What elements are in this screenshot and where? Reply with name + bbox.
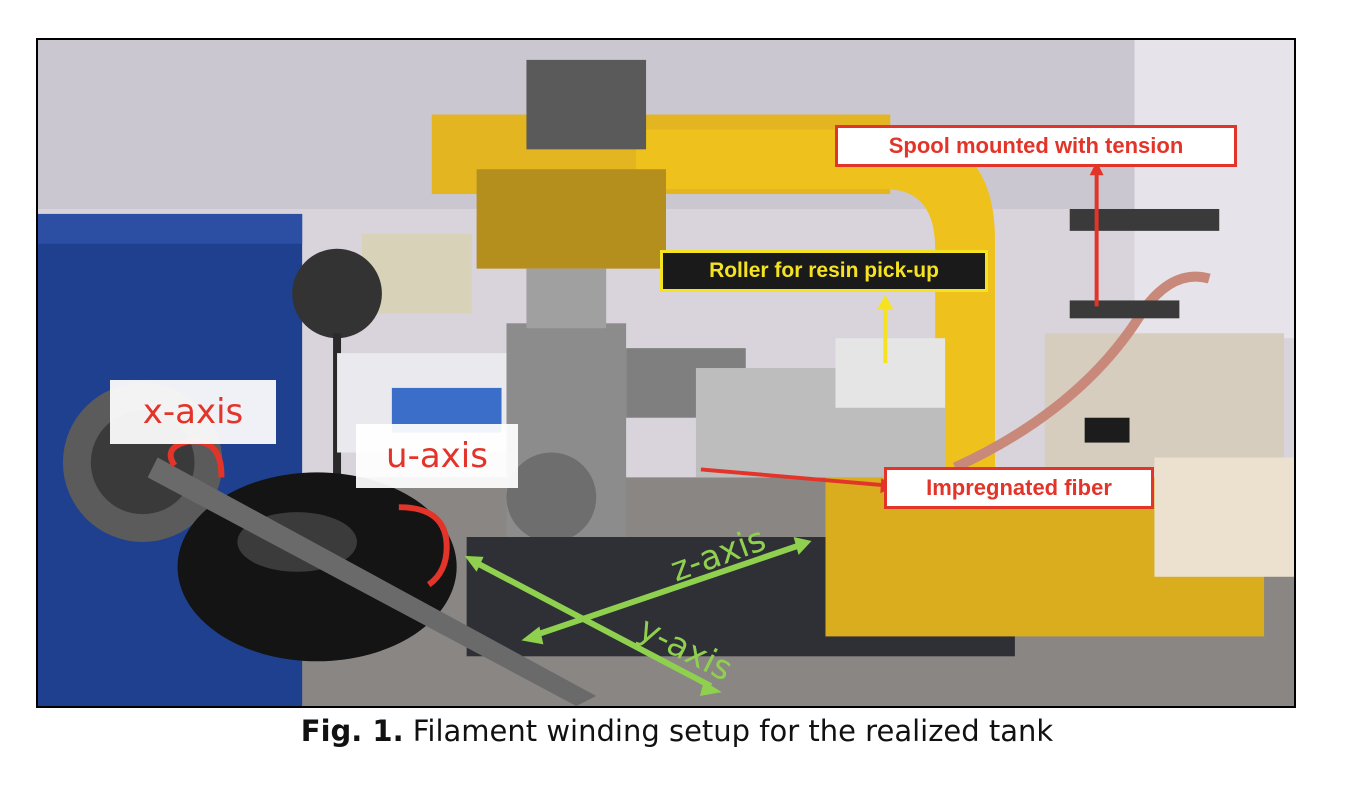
fiber-callout-text: Impregnated fiber [926,475,1112,500]
caption-prefix: Fig. 1. [300,714,404,748]
u-axis-text: u-axis [386,436,488,476]
x-axis-text: x-axis [142,392,244,432]
caption-text: Filament winding setup for the realized … [403,714,1054,748]
roller-callout-label: Roller for resin pick-up [660,250,988,292]
x-axis-label: x-axis [110,380,276,444]
roller-callout-text: Roller for resin pick-up [709,259,939,282]
figure-caption: Fig. 1. Filament winding setup for the r… [0,714,1354,748]
spool-callout-label: Spool mounted with tension [835,125,1237,167]
spool-callout-text: Spool mounted with tension [888,133,1184,158]
fiber-callout-label: Impregnated fiber [884,467,1154,509]
u-axis-label: u-axis [356,424,518,488]
figure-frame: z-axis y-axis Spool mounted with tension… [36,38,1296,708]
